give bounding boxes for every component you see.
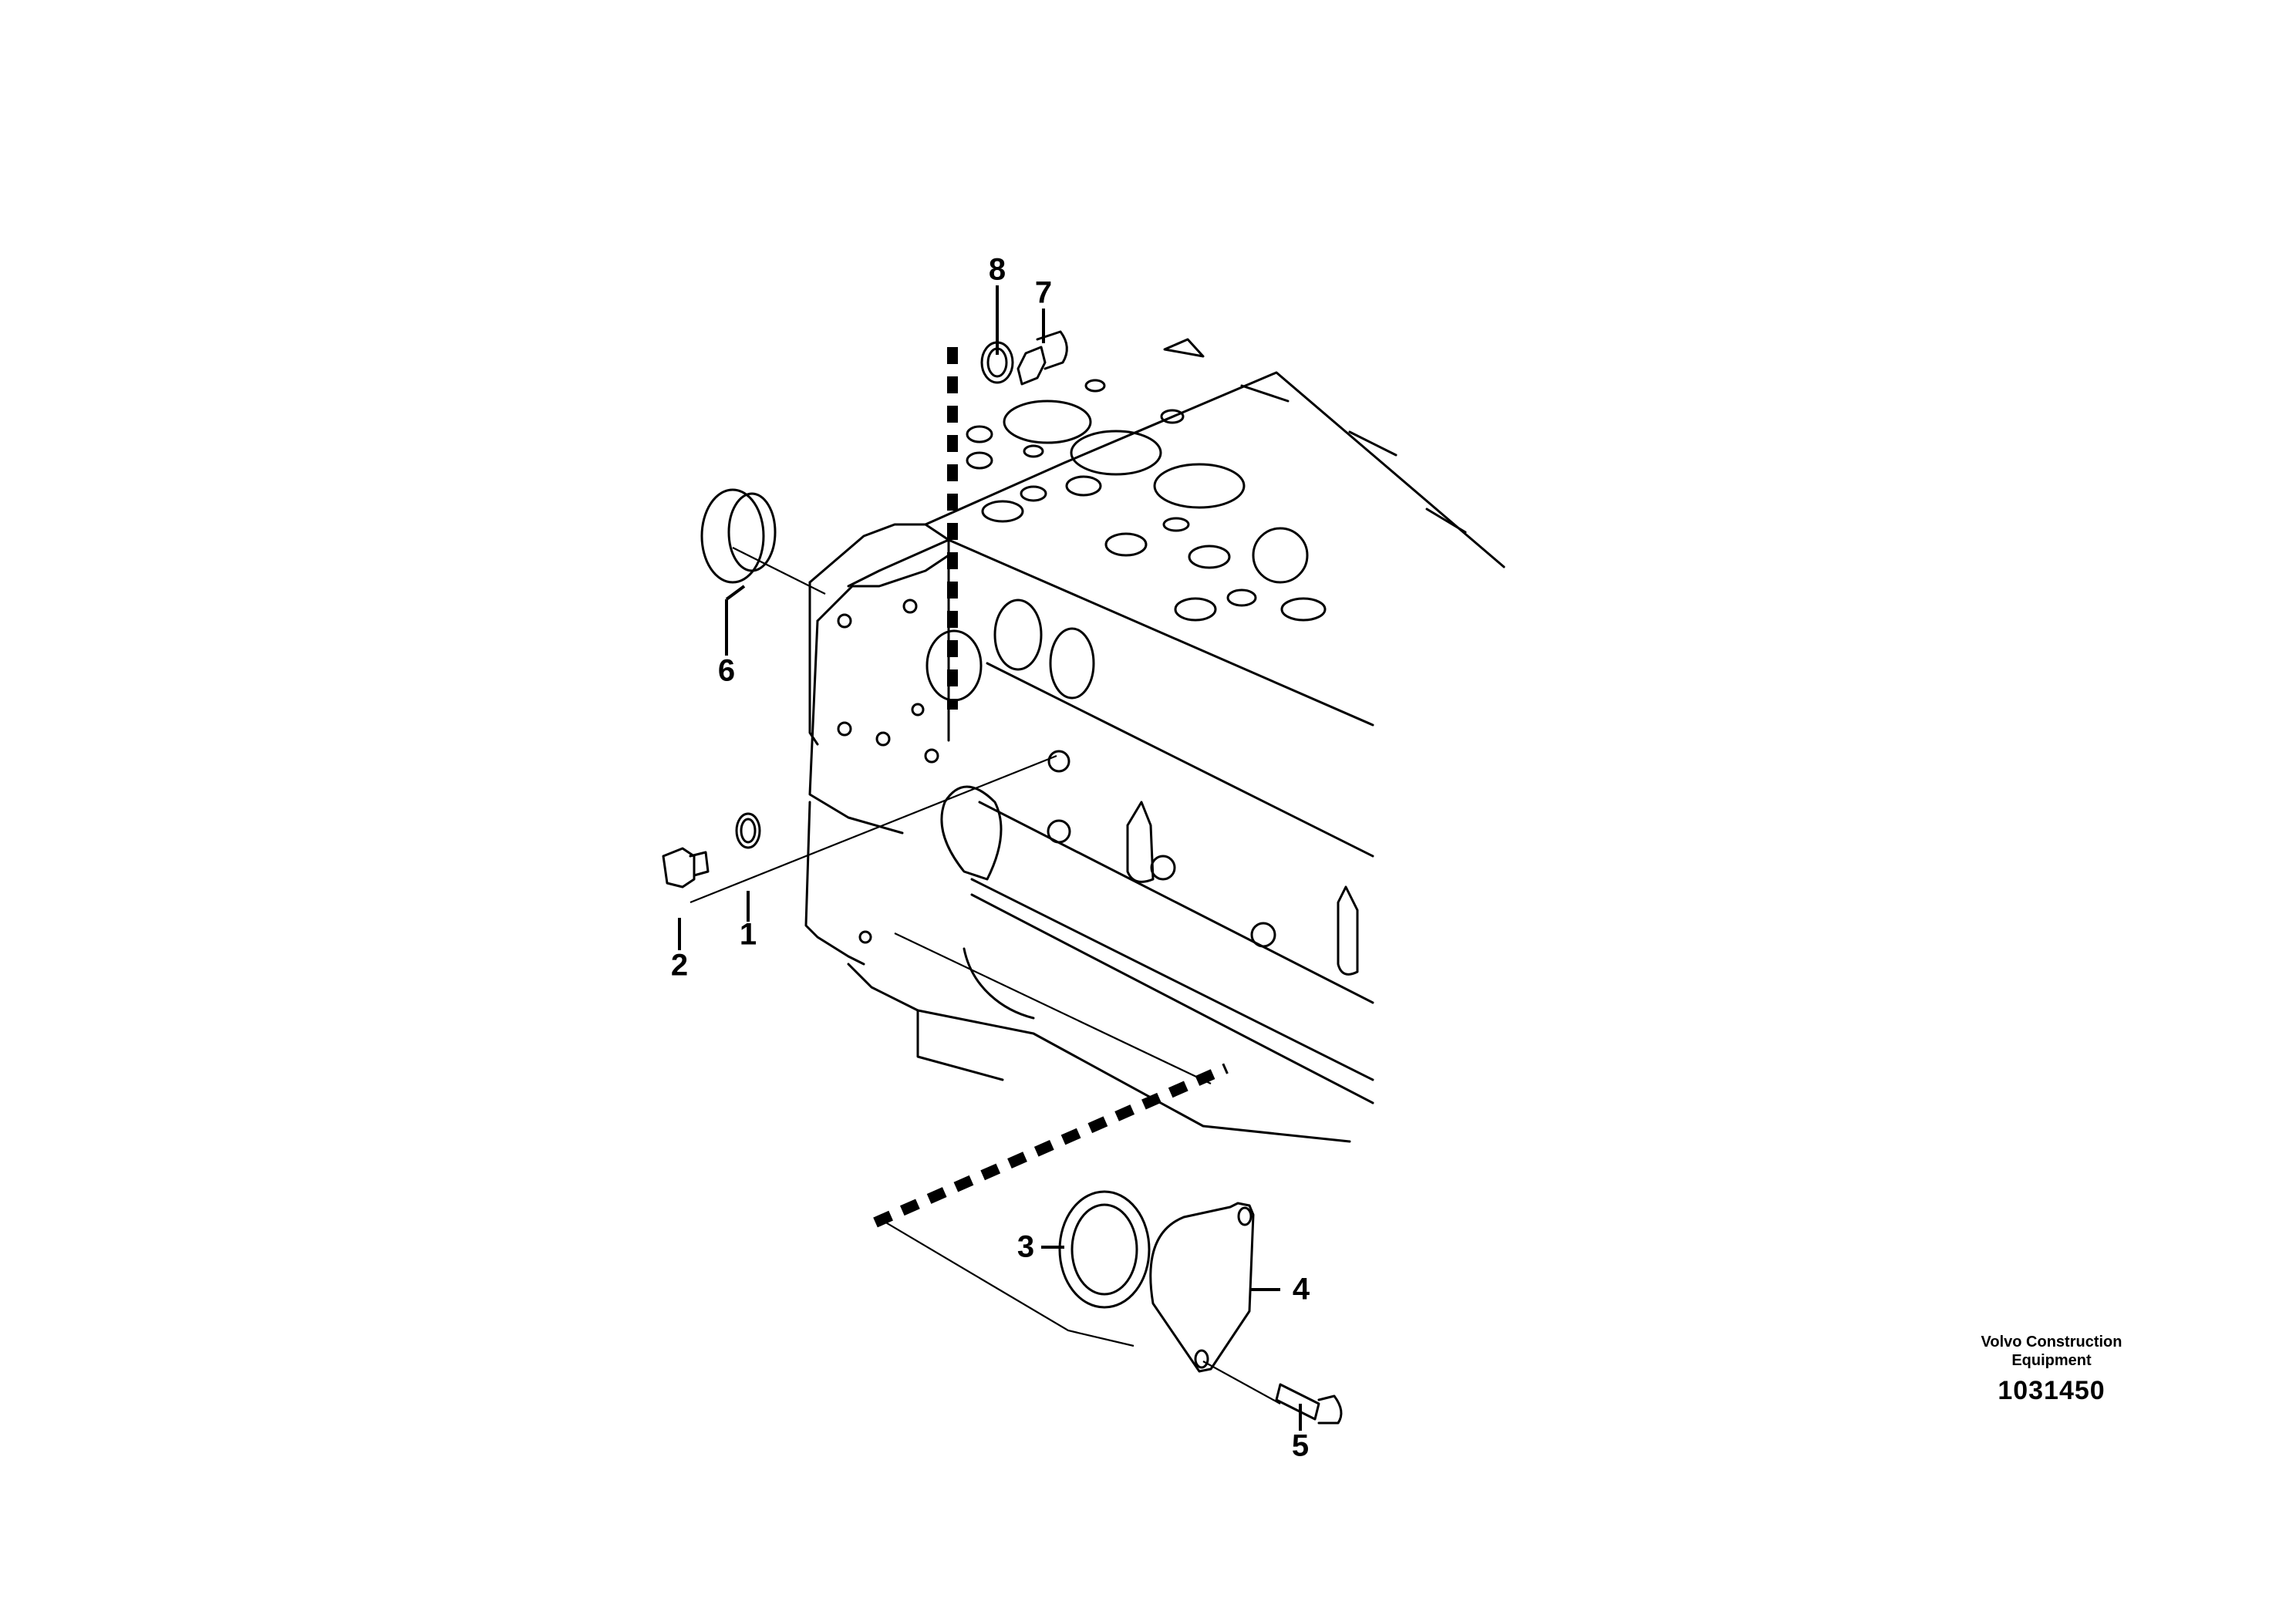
callout-2[interactable]: 2 — [670, 948, 689, 983]
callout-7[interactable]: 7 — [1034, 275, 1053, 310]
callout-8[interactable]: 8 — [988, 252, 1006, 287]
brand-line-1: Volvo Construction — [1981, 1334, 2122, 1351]
callout-6[interactable]: 6 — [717, 653, 736, 688]
brand-line-2: Equipment — [2011, 1352, 2092, 1369]
callout-1[interactable]: 1 — [739, 917, 757, 952]
flywheel-housing-flange — [808, 554, 950, 835]
part-1-washer — [735, 812, 761, 849]
head-gasket-surface — [924, 338, 1505, 742]
part-8-sealing-washer — [980, 341, 1014, 384]
part-5-bolt — [1275, 1383, 1343, 1425]
title-block: Volvo Construction Equipment 1031450 — [1959, 1333, 2144, 1406]
part-4-cover-plate — [1149, 1202, 1255, 1373]
illustration-number: 1031450 — [1998, 1376, 2106, 1405]
cylinder-block — [804, 523, 1374, 1143]
part-6-seal-ring — [700, 488, 777, 584]
callout-3[interactable]: 3 — [1017, 1229, 1035, 1264]
part-7-plug — [1017, 330, 1068, 386]
leader-lines — [678, 285, 1302, 1431]
part-3-gasket — [1058, 1190, 1151, 1309]
callout-5[interactable]: 5 — [1291, 1428, 1310, 1463]
part-2-plug — [662, 847, 710, 889]
callout-4[interactable]: 4 — [1292, 1272, 1310, 1307]
